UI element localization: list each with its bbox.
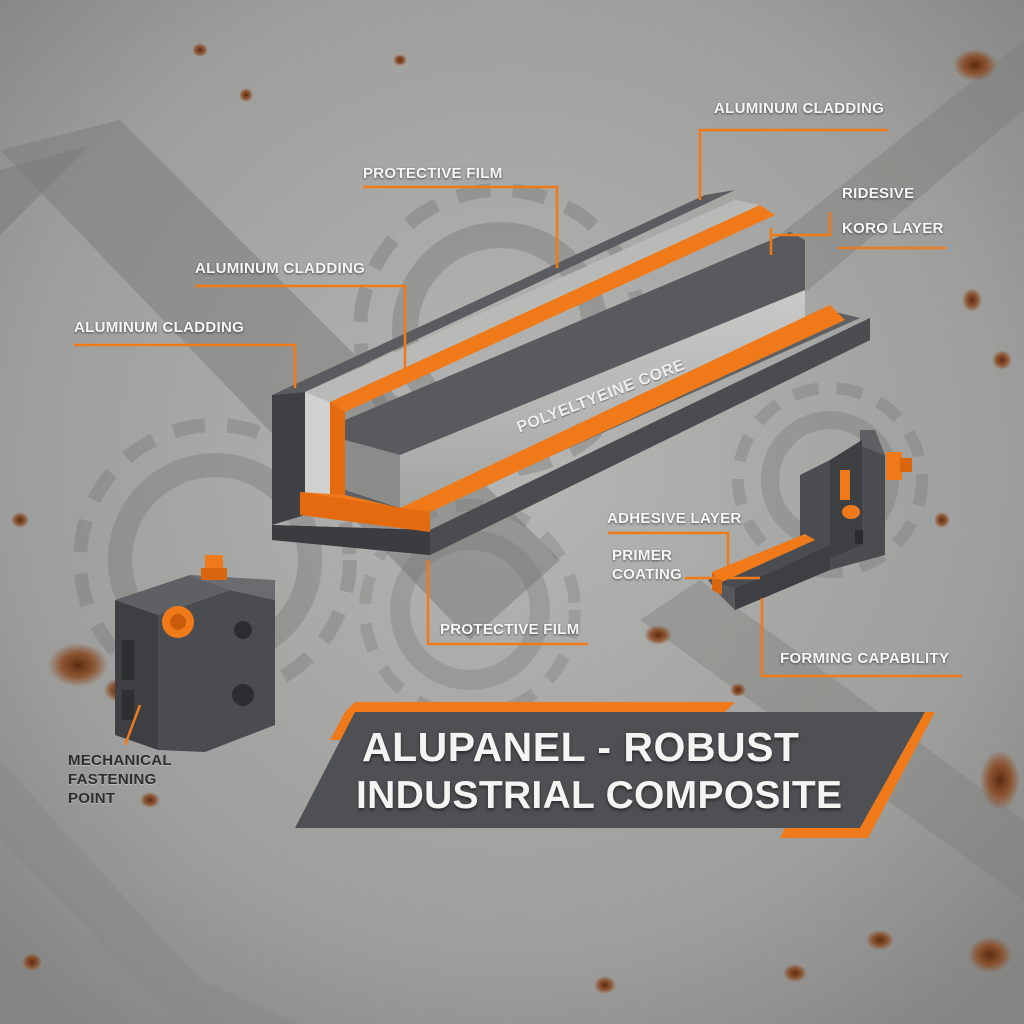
orange-layer-base-front (300, 492, 430, 532)
bolt-icon (162, 555, 227, 638)
label-mechanical-fastening-point: MECHANICAL FASTENING POINT (68, 752, 172, 807)
label-primer-coating: PRIMER COATING (612, 547, 683, 583)
label-aluminum-cladding-mid: ALUMINUM CLADDING (195, 260, 366, 277)
leader-adhesive-layer (608, 531, 730, 570)
leader-protective-film-top (363, 185, 559, 268)
core-slope-face (400, 290, 805, 508)
label-adhesive-layer: ADHESIVE LAYER (607, 510, 742, 527)
label-protective-film-top: PROTECTIVE FILM (363, 165, 503, 182)
label-aluminum-cladding-top: ALUMINUM CLADDING (714, 100, 885, 117)
orange-layer-base-top (300, 305, 845, 512)
title-line-2: INDUSTRIAL COMPOSITE (356, 774, 843, 817)
title-accent-right (780, 712, 935, 838)
leader-lines (74, 128, 962, 746)
bracket-icon (708, 430, 885, 610)
orange-layer-vertical-face (330, 402, 345, 500)
label-protective-film-bottom: PROTECTIVE FILM (440, 621, 580, 638)
title-plate (295, 702, 935, 838)
leader-protective-film-bottom (426, 560, 588, 646)
core-top (345, 232, 805, 455)
rust-stain (11, 43, 1020, 994)
bolt-icon (842, 452, 912, 519)
leader-forming-capability (760, 598, 962, 678)
aluminum-cladding-inner (305, 200, 760, 402)
core-front (345, 440, 400, 508)
label-aluminum-cladding-left: ALUMINUM CLADDING (74, 319, 245, 336)
base-flange-right-edge (430, 318, 870, 555)
orange-layer-vertical (330, 205, 775, 412)
aluminum-cladding-inner-face (305, 392, 330, 505)
label-ridesive: RIDESIVE (842, 185, 915, 202)
label-forming-capability: FORMING CAPABILITY (780, 650, 950, 667)
base-flange-edge (272, 525, 430, 555)
leader-aluminum-cladding-left (74, 343, 297, 388)
title-accent-top (345, 702, 735, 712)
diagonal-stripe (0, 640, 300, 1024)
outer-flange-face (272, 392, 305, 525)
leader-ridesive-2 (771, 212, 832, 237)
title-plate-body (295, 712, 925, 828)
bracket-icon (115, 575, 275, 752)
label-koro-layer: KORO LAYER (842, 220, 944, 237)
leader-aluminum-cladding-mid (195, 284, 407, 370)
leader-mechanical-fastening (123, 704, 142, 746)
title-line-1: ALUPANEL - ROBUST (362, 724, 800, 770)
outer-flange-top (272, 190, 735, 395)
diagonal-stripe (0, 145, 90, 235)
leader-aluminum-cladding-top (698, 128, 888, 200)
l-profile-panel (272, 190, 870, 555)
